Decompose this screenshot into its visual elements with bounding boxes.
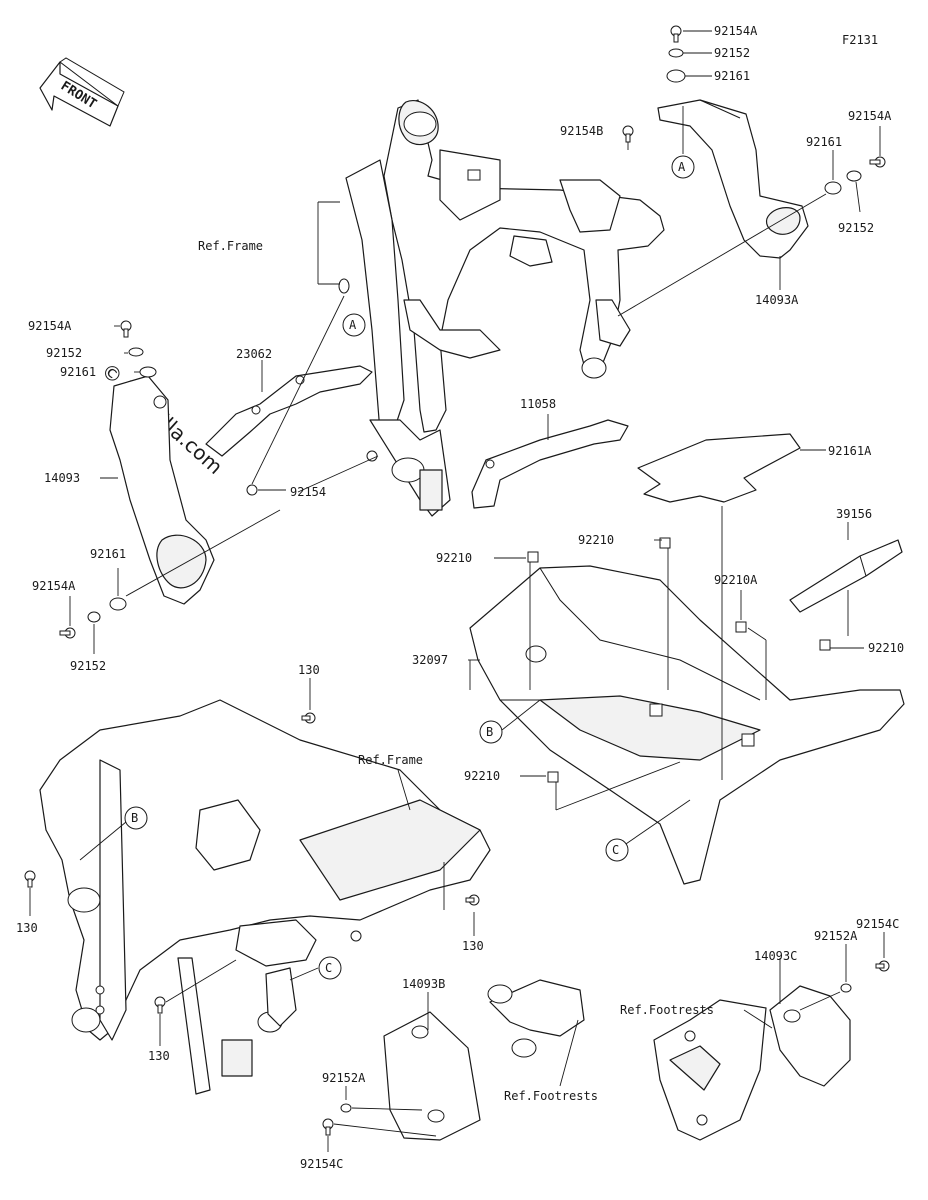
leader-lines [29, 30, 885, 1152]
label-ref-frame-top: Ref.Frame [198, 239, 263, 253]
label-92152-top: 92152 [714, 46, 750, 60]
callout-b-tray: B [479, 720, 503, 744]
bracket-14093-illustration [109, 375, 215, 605]
label-14093c: 14093C [754, 949, 797, 963]
label-130-left: 130 [16, 921, 38, 935]
label-92210-upper-mid: 92210 [578, 533, 614, 547]
label-92161-top: 92161 [714, 69, 750, 83]
label-92152-right: 92152 [838, 221, 874, 235]
callout-c-tray: C [605, 838, 629, 862]
label-92161-lower: 92161 [90, 547, 126, 561]
label-11058: 11058 [520, 397, 556, 411]
callout-a-left: A [342, 313, 366, 337]
label-130-bottom: 130 [148, 1049, 170, 1063]
label-92210-right: 92210 [868, 641, 904, 655]
label-130-top: 130 [298, 663, 320, 677]
label-ref-frame-lower: Ref.Frame [358, 753, 423, 767]
strip-39156-illustration [789, 539, 903, 613]
bracket-11058-illustration [471, 419, 629, 509]
label-23062: 23062 [236, 347, 272, 361]
part-labels: 92154A 92152 92161 92154B 92154A 92161 9… [16, 24, 904, 1171]
label-92210-lower: 92210 [464, 769, 500, 783]
label-14093: 14093 [44, 471, 80, 485]
callout-b-tray-label: B [486, 725, 493, 739]
label-92154a-top: 92154A [714, 24, 758, 38]
main-frame-illustration [345, 99, 665, 517]
callout-a-top: A [671, 155, 695, 179]
label-130-right: 130 [462, 939, 484, 953]
figure-code: F2131 [842, 33, 878, 47]
callout-a-left-label: A [349, 318, 357, 332]
label-92154: 92154 [290, 485, 326, 499]
label-92154c-right: 92154C [856, 917, 899, 931]
label-92152-lower: 92152 [70, 659, 106, 673]
label-32097: 32097 [412, 653, 448, 667]
label-92161-left: 92161 [60, 365, 96, 379]
label-ref-footrests-left: Ref.Footrests [504, 1089, 598, 1103]
label-92152-left: 92152 [46, 346, 82, 360]
label-92161-right: 92161 [806, 135, 842, 149]
front-arrow-icon: FRONT [39, 57, 125, 127]
callout-a-top-label: A [678, 160, 686, 174]
footrest-bracket-b-illustration [383, 979, 585, 1141]
label-14093b: 14093B [402, 977, 445, 991]
label-92210-upper-left: 92210 [436, 551, 472, 565]
label-92152a-right: 92152A [814, 929, 858, 943]
label-92154b: 92154B [560, 124, 603, 138]
sheet-92161a-illustration [637, 433, 801, 503]
label-92152a-left: 92152A [322, 1071, 366, 1085]
hardware-parts [24, 25, 890, 1136]
label-ref-footrests-right: Ref.Footrests [620, 1003, 714, 1017]
label-92154c-left: 92154C [300, 1157, 343, 1171]
label-92154a-right: 92154A [848, 109, 892, 123]
label-92154a-left: 92154A [28, 319, 72, 333]
label-92161a: 92161A [828, 444, 872, 458]
tray-32097-illustration [469, 565, 905, 885]
bracket-23062-illustration [205, 365, 373, 457]
callout-b-frame: B [124, 806, 148, 830]
callout-c-frame: C [318, 956, 342, 980]
callout-c-tray-label: C [612, 843, 619, 857]
label-39156: 39156 [836, 507, 872, 521]
lower-frame-illustration [39, 699, 491, 1095]
footrest-bracket-c-illustration [653, 985, 851, 1141]
label-92154a-lower: 92154A [32, 579, 76, 593]
callout-c-frame-label: C [325, 961, 332, 975]
bracket-14093a-illustration [657, 99, 809, 259]
label-92210a: 92210A [714, 573, 758, 587]
callout-b-frame-label: B [131, 811, 138, 825]
label-14093a: 14093A [755, 293, 799, 307]
